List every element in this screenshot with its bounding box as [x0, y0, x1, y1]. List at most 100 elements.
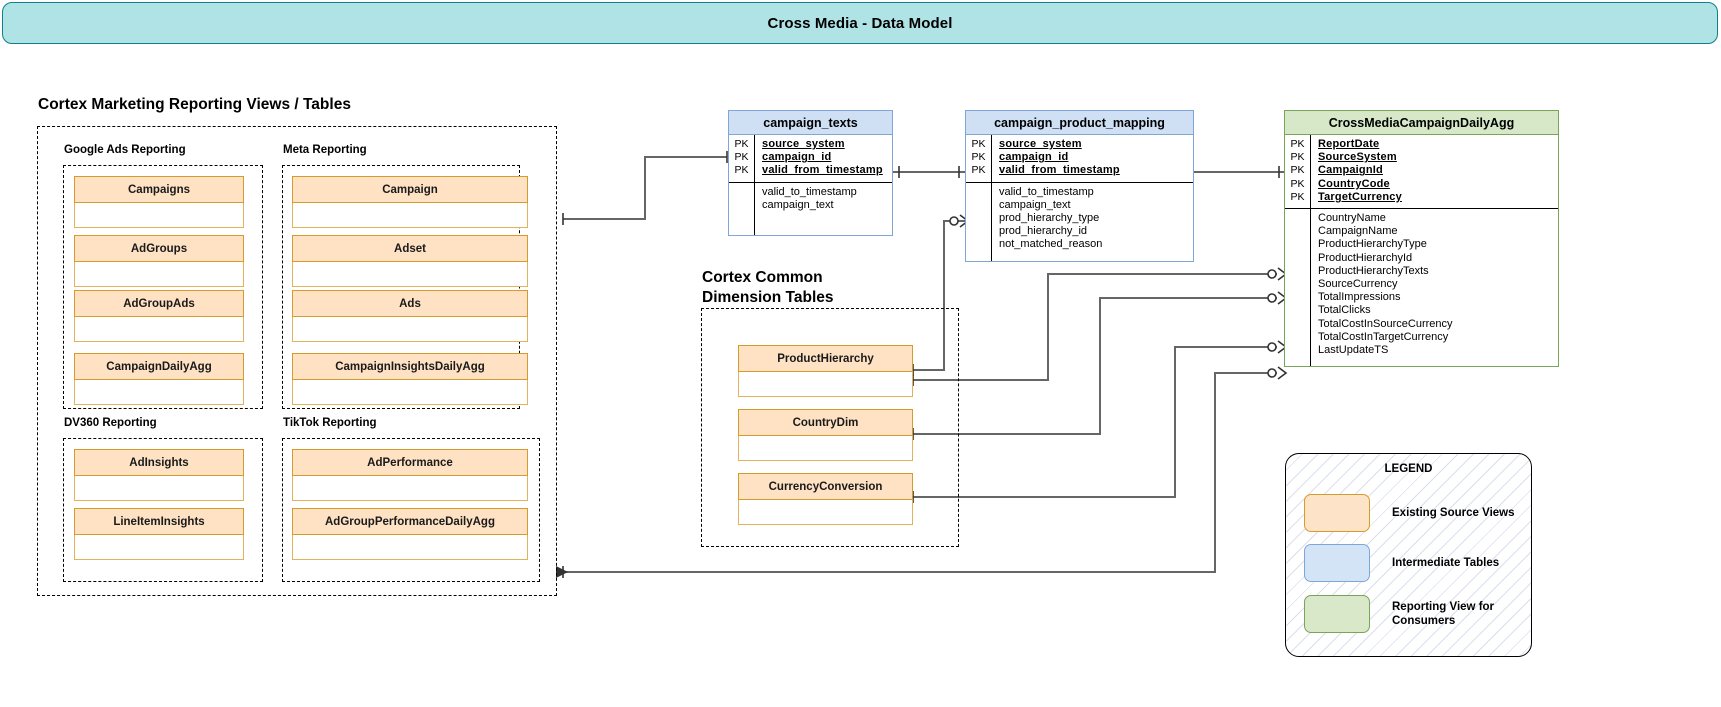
diagram-title: Cross Media - Data Model — [767, 14, 953, 32]
group-box-tiktok — [282, 438, 540, 582]
attr-field: TotalCostInTargetCurrency — [1318, 330, 1449, 343]
source-table-adset[interactable]: Adset — [292, 235, 528, 287]
pk-marker: PK — [734, 164, 749, 177]
attr-field: SourceCurrency — [1318, 278, 1398, 291]
source-table-body — [292, 203, 528, 228]
pk-marker: PK — [971, 138, 986, 150]
source-table-name: AdGroupAds — [74, 290, 244, 317]
source-table-name: LineItemInsights — [74, 508, 244, 535]
source-table-body — [292, 535, 528, 560]
legend-label: Existing Source Views — [1392, 507, 1515, 519]
pk-marker: PK — [971, 164, 986, 177]
source-table-body — [74, 203, 244, 228]
legend-swatch-blue — [1304, 544, 1370, 582]
source-table-body — [74, 262, 244, 287]
source-table-adgroups[interactable]: AdGroups — [74, 235, 244, 287]
group-box-dv360 — [63, 438, 263, 582]
legend-swatch-green — [1304, 595, 1370, 633]
pk-field: campaign_id — [999, 151, 1069, 164]
pk-field: source_system — [762, 138, 845, 150]
marketing-reporting-container — [37, 126, 557, 596]
dimension-section-heading: Cortex Common Dimension Tables — [702, 269, 834, 306]
source-table-body — [74, 380, 244, 405]
legend-swatch-orange — [1304, 494, 1370, 532]
dimension-table-currencyconversion[interactable]: CurrencyConversion — [738, 473, 913, 525]
source-table-body — [292, 317, 528, 342]
legend-panel: LEGEND Existing Source Views Intermediat… — [1285, 453, 1532, 657]
legend-item-intermediate-tables: Intermediate Tables — [1304, 544, 1531, 582]
source-table-adperformance[interactable]: AdPerformance — [292, 449, 528, 501]
pk-marker-column: PK PK PK PK PK — [1285, 135, 1311, 209]
pk-field: CountryCode — [1318, 177, 1390, 190]
attr-field: prod_hierarchy_id — [999, 225, 1088, 238]
source-table-campaign[interactable]: Campaign — [292, 176, 528, 228]
source-table-body — [74, 476, 244, 501]
pk-field: SourceSystem — [1318, 151, 1397, 164]
attr-field: valid_to_timestamp — [762, 185, 857, 198]
attr-field: TotalClicks — [1318, 304, 1371, 317]
attr-field-column: valid_to_timestamp campaign_text — [755, 183, 892, 235]
er-table-crossmediacampaigndailyagg[interactable]: CrossMediaCampaignDailyAgg PK PK PK PK P… — [1284, 110, 1559, 368]
source-table-adgroupads[interactable]: AdGroupAds — [74, 290, 244, 342]
er-table-campaign-texts[interactable]: campaign_texts PK PK PK source_system ca… — [728, 110, 893, 236]
pk-field: TargetCurrency — [1318, 190, 1402, 203]
pk-marker-column: PK PK PK — [966, 135, 992, 182]
dimension-tables-container — [701, 308, 959, 547]
pk-marker: PK — [1290, 190, 1305, 203]
pk-field-column: source_system campaign_id valid_from_tim… — [992, 135, 1193, 182]
diagram-banner: Cross Media - Data Model — [2, 2, 1718, 44]
pk-marker: PK — [971, 151, 986, 164]
source-table-campaigninsightsdailyagg[interactable]: CampaignInsightsDailyAgg — [292, 353, 528, 405]
attr-field: prod_hierarchy_type — [999, 212, 1100, 225]
er-table-title: campaign_texts — [728, 110, 893, 135]
source-table-body — [74, 535, 244, 560]
attr-field: valid_to_timestamp — [999, 185, 1094, 198]
attr-field: CampaignName — [1318, 225, 1398, 238]
legend-title: LEGEND — [1384, 463, 1433, 475]
source-table-adgroupperformancedailyagg[interactable]: AdGroupPerformanceDailyAgg — [292, 508, 528, 560]
pk-marker: PK — [734, 138, 749, 150]
pk-field: valid_from_timestamp — [762, 164, 883, 177]
pk-field: CampaignId — [1318, 164, 1383, 177]
attr-field: campaign_text — [999, 198, 1071, 211]
legend-item-reporting-view: Reporting View for Consumers — [1304, 595, 1531, 633]
pk-marker: PK — [1290, 164, 1305, 177]
legend-label: Reporting View for Consumers — [1392, 601, 1495, 627]
source-table-body — [74, 317, 244, 342]
er-table-campaign-product-mapping[interactable]: campaign_product_mapping PK PK PK source… — [965, 110, 1194, 262]
source-table-ads[interactable]: Ads — [292, 290, 528, 342]
source-table-name: Campaign — [292, 176, 528, 203]
source-table-campaigns[interactable]: Campaigns — [74, 176, 244, 228]
group-label-dv360: DV360 Reporting — [64, 417, 157, 429]
attr-field: TotalImpressions — [1318, 291, 1401, 304]
attr-field: TotalCostInSourceCurrency — [1318, 317, 1453, 330]
pk-marker: PK — [1290, 138, 1305, 150]
source-table-body — [292, 262, 528, 287]
attr-field: ProductHierarchyTexts — [1318, 264, 1429, 277]
source-table-adinsights[interactable]: AdInsights — [74, 449, 244, 501]
attr-field: not_matched_reason — [999, 238, 1103, 251]
source-table-lineiteminsights[interactable]: LineItemInsights — [74, 508, 244, 560]
dimension-table-countrydim[interactable]: CountryDim — [738, 409, 913, 461]
attr-field-column: CountryName CampaignName ProductHierarch… — [1311, 209, 1558, 366]
source-table-name: CampaignDailyAgg — [74, 353, 244, 380]
dimension-table-name: ProductHierarchy — [738, 345, 913, 372]
attr-field: ProductHierarchyId — [1318, 251, 1413, 264]
er-table-title: CrossMediaCampaignDailyAgg — [1284, 110, 1559, 135]
er-table-grid: PK PK PK PK PK ReportDate SourceSystem C… — [1284, 135, 1559, 368]
attr-marker-column — [729, 182, 755, 235]
left-section-heading: Cortex Marketing Reporting Views / Table… — [38, 96, 351, 113]
pk-field: valid_from_timestamp — [999, 164, 1120, 177]
group-label-tiktok: TikTok Reporting — [283, 417, 377, 429]
pk-field: ReportDate — [1318, 138, 1380, 150]
dimension-table-body — [738, 436, 913, 461]
pk-marker: PK — [734, 151, 749, 164]
pk-field: source_system — [999, 138, 1082, 150]
er-table-grid: PK PK PK source_system campaign_id valid… — [728, 135, 893, 236]
dimension-table-producthierarchy[interactable]: ProductHierarchy — [738, 345, 913, 397]
dimension-table-body — [738, 372, 913, 397]
er-table-grid: PK PK PK source_system campaign_id valid… — [965, 135, 1194, 262]
source-table-campaigndailyagg[interactable]: CampaignDailyAgg — [74, 353, 244, 405]
source-table-name: Adset — [292, 235, 528, 262]
